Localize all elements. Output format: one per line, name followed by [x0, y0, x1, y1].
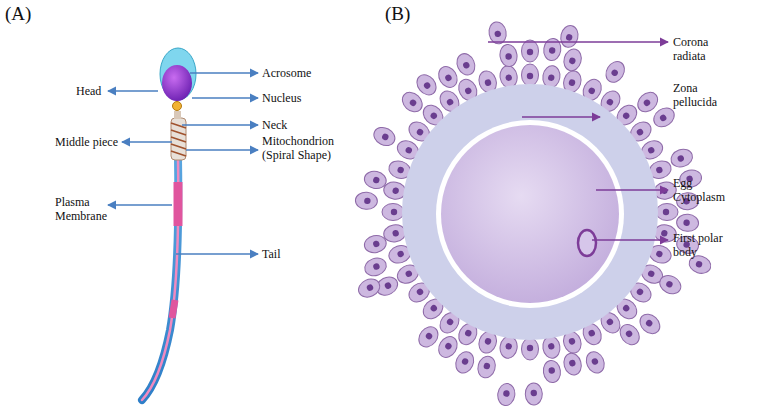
follicle-cell	[561, 351, 583, 377]
follicle-cell	[363, 234, 388, 255]
follicle-cell	[522, 338, 539, 360]
part-label: Head	[76, 84, 101, 98]
follicle-cell	[454, 51, 478, 78]
follicle-cell	[435, 63, 461, 91]
follicle-cell	[413, 71, 440, 99]
follicle-cell	[371, 124, 398, 149]
leader-arrows-sperm	[108, 73, 258, 254]
follicle-cell	[522, 64, 539, 86]
part-label: Neck	[262, 118, 287, 132]
follicle-cell	[382, 204, 404, 221]
follicle-cell	[435, 333, 461, 361]
follicle-cell	[363, 169, 388, 190]
sperm-tail	[142, 158, 178, 400]
follicle-cell	[542, 37, 562, 61]
part-label: Zona pellucida	[673, 81, 733, 109]
follicle-cell	[583, 349, 607, 376]
follicle-cell	[616, 321, 643, 349]
follicle-cell	[656, 204, 678, 221]
panel-letter: (B)	[385, 3, 410, 25]
part-label: Middle piece	[55, 135, 118, 149]
egg	[402, 84, 658, 340]
part-label: Corona radiata	[673, 35, 733, 63]
follicle-cell	[561, 47, 583, 73]
panel-letter: (A)	[5, 3, 31, 25]
sperm-head	[160, 48, 196, 119]
middle-piece	[171, 118, 186, 160]
follicle-cell	[415, 323, 442, 351]
follicle-cell	[362, 255, 388, 278]
follicle-cell	[525, 383, 542, 405]
follicle-cell	[657, 272, 684, 297]
follicle-cell	[496, 382, 516, 406]
follicle-cell	[453, 349, 477, 376]
follicle-cell	[475, 354, 497, 380]
part-label: First polar body	[673, 231, 735, 259]
leader-arrows-egg	[488, 42, 668, 240]
part-label: Tail	[262, 247, 281, 261]
part-label: Nucleus	[262, 91, 301, 105]
part-label: Plasma Membrane	[55, 195, 115, 223]
part-label: Mitochondrion (Spiral Shape)	[262, 134, 357, 162]
follicle-cell	[668, 146, 694, 169]
part-label: Egg Cytoplasm	[673, 176, 733, 204]
follicle-cell	[636, 310, 664, 337]
follicle-cell	[676, 214, 699, 232]
follicle-cell	[542, 359, 562, 383]
follicle-cell	[559, 24, 580, 49]
follicle-cell	[602, 58, 628, 86]
follicle-cell	[355, 192, 378, 210]
follicle-cell	[522, 40, 539, 62]
corona-cells	[355, 21, 713, 406]
follicle-cell	[499, 43, 519, 67]
part-label: Acrosome	[262, 66, 311, 80]
follicle-cell	[356, 276, 383, 301]
